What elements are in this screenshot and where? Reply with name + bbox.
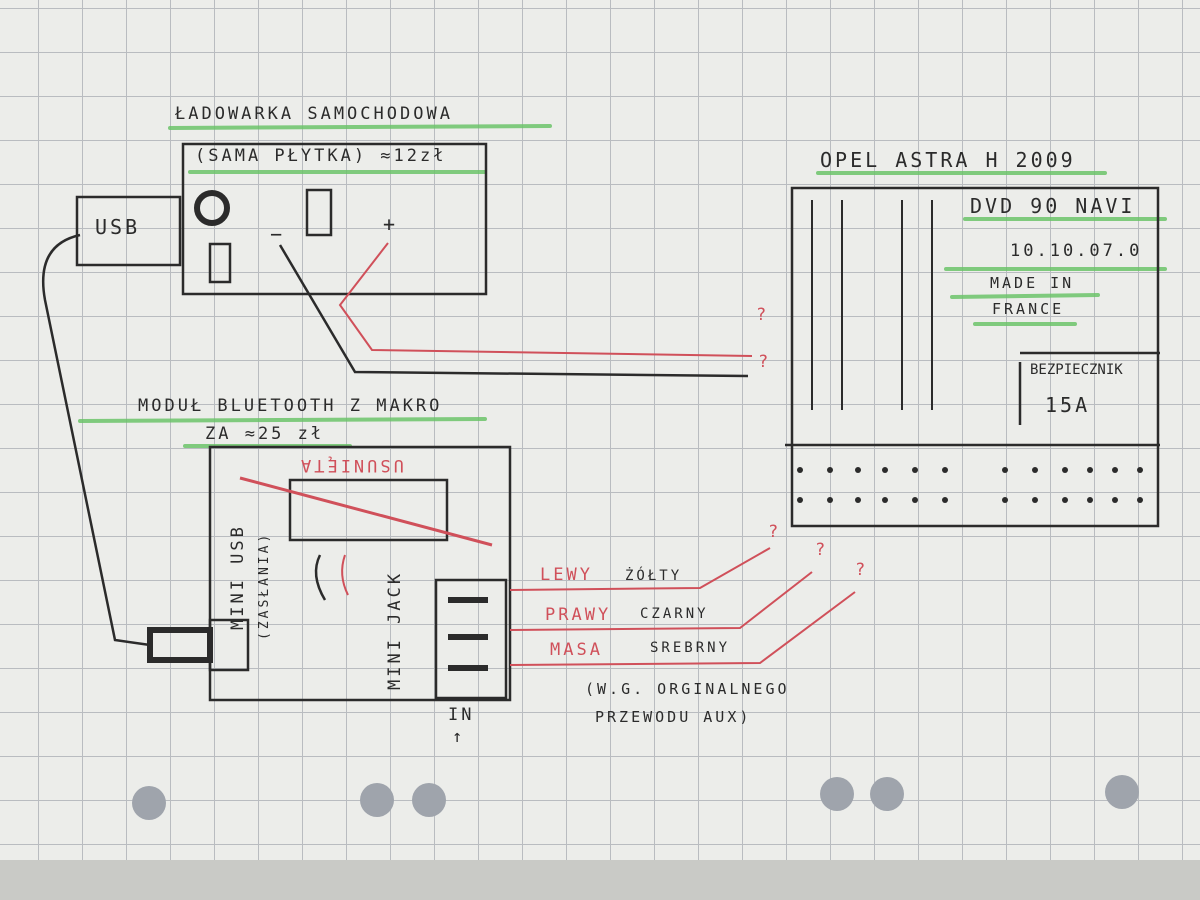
charger-subtitle: (SAMA PŁYTKA) ≈12zł — [195, 146, 447, 166]
wire-left — [509, 547, 771, 591]
note-line-2: PRZEWODU AUX) — [595, 708, 752, 726]
usb-label: USB — [95, 215, 141, 239]
bluetooth-module — [208, 445, 512, 702]
underline — [78, 417, 487, 423]
charger-title: ŁADOWARKA SAMOCHODOWA — [175, 104, 453, 124]
covers-label: (ZASŁANIA) — [257, 531, 272, 640]
fuse-label: BEZPIECZNIK — [1030, 362, 1123, 378]
mini-usb-plug — [147, 627, 213, 663]
underline — [950, 293, 1100, 299]
module-title: MODUŁ BLUETOOTH Z MAKRO — [138, 396, 443, 416]
charger-board — [181, 142, 488, 296]
question-mark: ? — [756, 305, 770, 325]
plus-label: + — [383, 212, 399, 236]
usb-port — [75, 195, 182, 267]
question-mark: ? — [855, 560, 869, 580]
punch-hole — [820, 777, 854, 811]
punch-hole — [412, 783, 446, 817]
fuse-amps: 15A — [1045, 393, 1091, 417]
plus-wire — [338, 242, 753, 357]
punch-hole — [1105, 775, 1139, 809]
underline — [168, 124, 552, 130]
wire-left-color: ŻÓŁTY — [625, 568, 683, 584]
minus-wire — [278, 244, 749, 378]
wire-right-label: PRAWY — [545, 605, 612, 625]
mini-jack-socket — [434, 578, 508, 700]
component-icon — [305, 188, 333, 237]
radio-code: 10.10.07.0 — [1010, 241, 1143, 261]
arrow-up-icon: ↑ — [452, 727, 466, 747]
radio-title: OPEL ASTRA H 2009 — [820, 148, 1076, 172]
mini-usb-label: MINI USB — [228, 524, 248, 630]
removed-label: USUNIĘTA — [298, 455, 404, 475]
in-label: IN — [448, 705, 475, 725]
punch-hole — [132, 786, 166, 820]
made-in-label: MADE IN — [990, 274, 1075, 292]
minus-label: − — [270, 222, 286, 246]
paper-bottom-edge — [0, 860, 1200, 900]
antenna-block — [288, 478, 449, 542]
mini-usb-socket — [208, 618, 250, 672]
radio-model: DVD 90 NAVI — [970, 194, 1136, 218]
wire-right — [509, 571, 813, 631]
question-mark: ? — [815, 540, 829, 560]
usb-cable — [41, 233, 151, 647]
radio-unit — [790, 186, 1160, 528]
wire-ground — [509, 591, 856, 666]
inductor-icon — [194, 190, 230, 226]
punch-hole — [360, 783, 394, 817]
france-label: FRANCE — [992, 300, 1065, 318]
wire-right-color: CZARNY — [640, 606, 709, 622]
question-mark: ? — [768, 522, 782, 542]
question-mark: ? — [758, 352, 772, 372]
mini-jack-label: MINI JACK — [385, 570, 405, 690]
punch-hole — [870, 777, 904, 811]
component-icon — [208, 242, 232, 284]
note-line-1: (W.G. ORGINALNEGO — [585, 680, 790, 698]
radio-connector-pins — [797, 467, 1143, 503]
module-price: ZA ≈25 zł — [205, 424, 325, 444]
wire-ground-label: MASA — [550, 640, 603, 660]
strike-through — [239, 476, 493, 547]
wire-ground-color: SREBRNY — [650, 640, 731, 656]
wire-left-label: LEWY — [540, 565, 593, 585]
